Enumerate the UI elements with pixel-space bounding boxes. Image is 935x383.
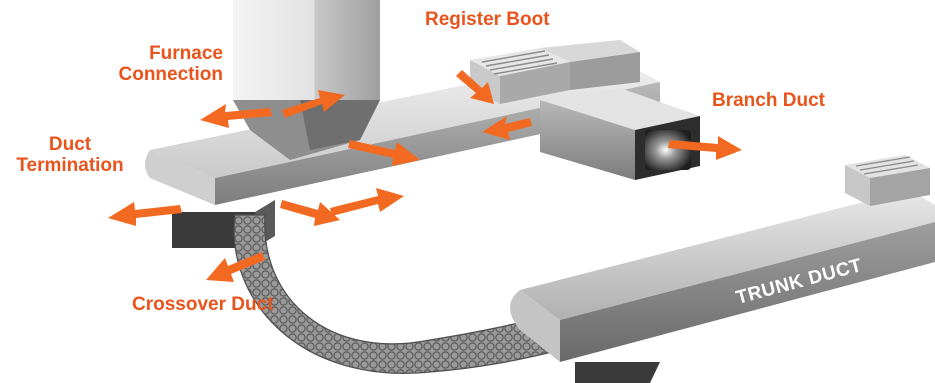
- register-boot-label: Register Boot: [425, 9, 550, 30]
- furnace-connection-line2: Connection: [118, 64, 224, 85]
- arrow-main-duct: [348, 140, 420, 166]
- arrow-furnace-right: [282, 90, 345, 118]
- branch-duct-opening: [645, 130, 691, 170]
- crossover-duct-text: Crossover Duct: [132, 294, 274, 315]
- arrow-crossover-down: [206, 252, 265, 282]
- duct-termination-line2: Termination: [16, 155, 124, 176]
- branch-duct: [540, 88, 700, 180]
- airflow-arrows: [108, 70, 742, 282]
- arrow-crossover-up: [330, 188, 404, 216]
- trunk-duct: TRUNK DUCT: [510, 155, 935, 383]
- arrow-register-boot: [456, 70, 494, 104]
- crossover-flex-duct: [233, 214, 561, 374]
- crossover-duct-label: Crossover Duct: [132, 294, 274, 315]
- register-boot-text: Register Boot: [425, 9, 550, 30]
- furnace-connection-line1: Furnace: [149, 43, 223, 64]
- arrow-branch-out: [668, 136, 742, 160]
- arrow-termination: [108, 202, 182, 226]
- arrow-branch-back: [482, 116, 532, 140]
- furnace-connection-label: Furnace Connection: [105, 43, 224, 85]
- arrow-furnace-left: [200, 104, 272, 128]
- register-boot: [470, 40, 640, 104]
- branch-duct-label: Branch Duct: [712, 90, 825, 111]
- duct-termination-label: Duct Termination: [8, 134, 132, 176]
- arrow-crossover-in: [280, 200, 340, 226]
- duct-termination-line1: Duct: [48, 134, 92, 155]
- branch-duct-text: Branch Duct: [712, 90, 825, 111]
